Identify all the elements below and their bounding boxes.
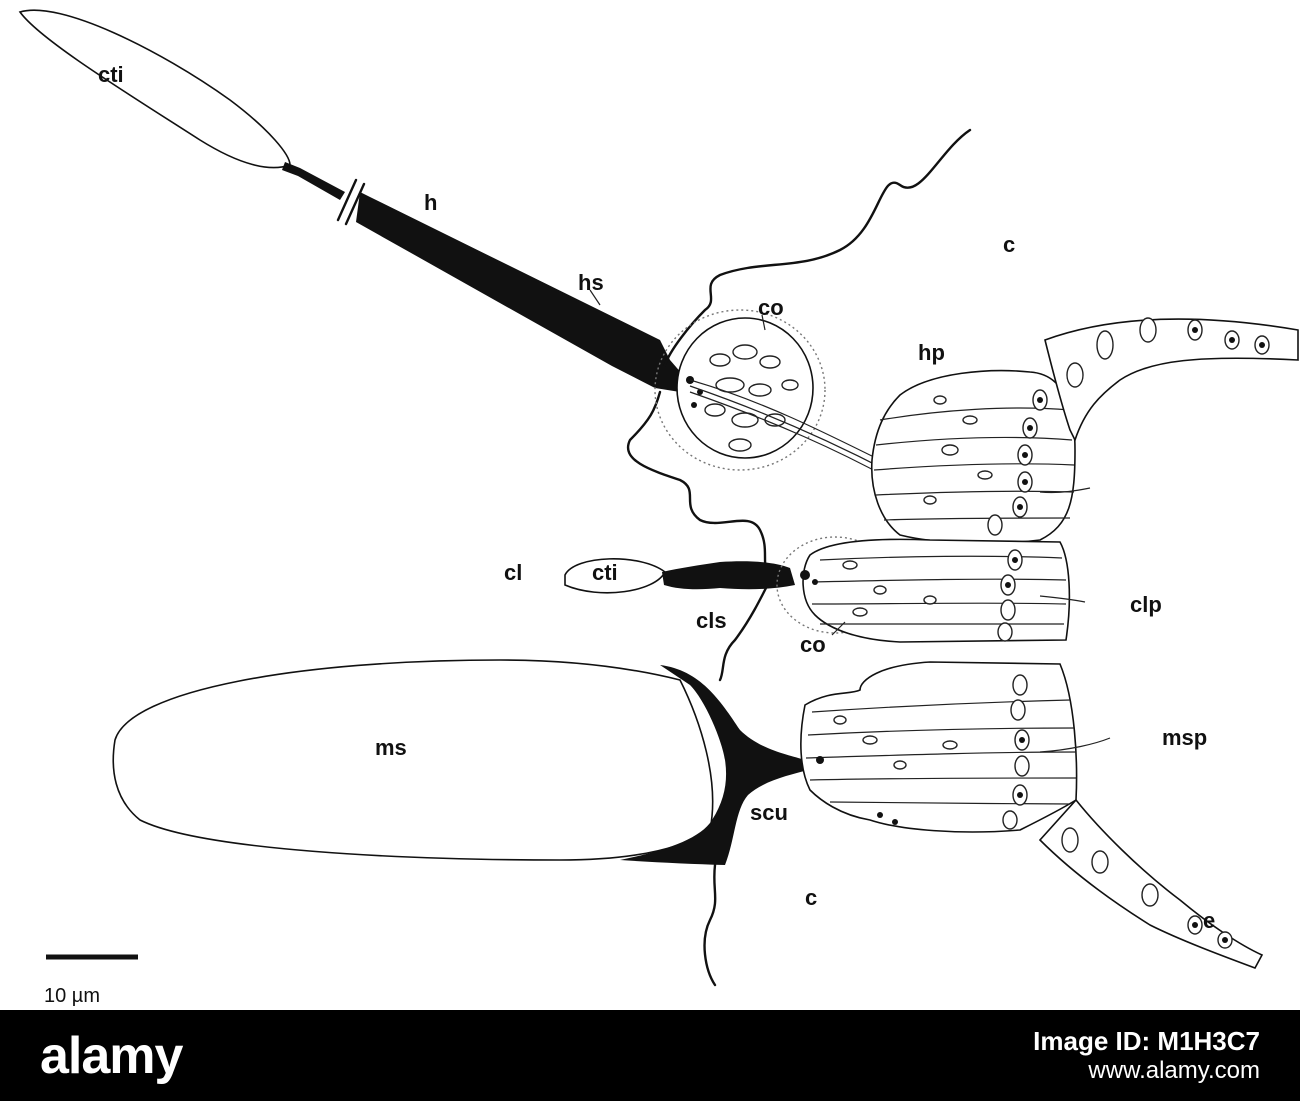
- middle-plate: [800, 538, 1086, 643]
- label-hp: hp: [918, 340, 945, 365]
- top-cuticle-tip: [18, 9, 345, 200]
- label-c-top: c: [1003, 232, 1015, 257]
- co-mid-leader: [831, 621, 846, 636]
- break-marks: [336, 178, 366, 226]
- alamy-logo: alamy: [40, 1026, 183, 1085]
- image-id: Image ID: M1H3C7: [1033, 1025, 1260, 1056]
- scale-bar-label: 10 µm: [44, 985, 100, 1007]
- co-top-leader: [761, 314, 766, 331]
- epidermis-top: [1044, 317, 1299, 443]
- label-hs: hs: [578, 270, 604, 295]
- cuticle-outline-mid: [626, 390, 772, 682]
- stock-info: Image ID: M1H3C7 www.alamy.com: [1033, 1026, 1260, 1086]
- label-e: e: [1203, 908, 1215, 933]
- label-clp: clp: [1130, 592, 1162, 617]
- macrosensillum: [112, 659, 714, 861]
- sensory-structure-diagram: 10 µm cti h hs c co hp cl cti cls co clp…: [18, 9, 1299, 1007]
- label-c-bottom: c: [805, 885, 817, 910]
- label-h: h: [424, 190, 437, 215]
- hs-leader: [589, 289, 601, 306]
- lower-plate: [800, 661, 1111, 833]
- label-co-top: co: [758, 295, 784, 320]
- hair-plate: [870, 369, 1091, 545]
- label-cl: cl: [504, 560, 522, 585]
- stock-url: www.alamy.com: [1088, 1056, 1260, 1084]
- label-cti-mid: cti: [592, 560, 618, 585]
- label-scu: scu: [750, 800, 788, 825]
- upper-collar-halo: [654, 309, 826, 471]
- label-co-mid: co: [800, 632, 826, 657]
- label-cls: cls: [696, 608, 727, 633]
- hair-shaft: [356, 192, 683, 392]
- cuticle-outline-bottom: [703, 863, 717, 987]
- epidermis-bottom: [1038, 798, 1264, 969]
- middle-cuticle-tip: [564, 558, 795, 594]
- stock-footer-bar: alamy Image ID: M1H3C7 www.alamy.com: [0, 1010, 1300, 1101]
- upper-collar-cells: [676, 317, 814, 459]
- cuticle-outline-top: [663, 128, 972, 367]
- label-msp: msp: [1162, 725, 1207, 750]
- label-ms: ms: [375, 735, 407, 760]
- diagram-canvas: 10 µm cti h hs c co hp cl cti cls co clp…: [18, 9, 1299, 1007]
- scutum: [620, 665, 808, 865]
- label-cti-top: cti: [98, 62, 124, 87]
